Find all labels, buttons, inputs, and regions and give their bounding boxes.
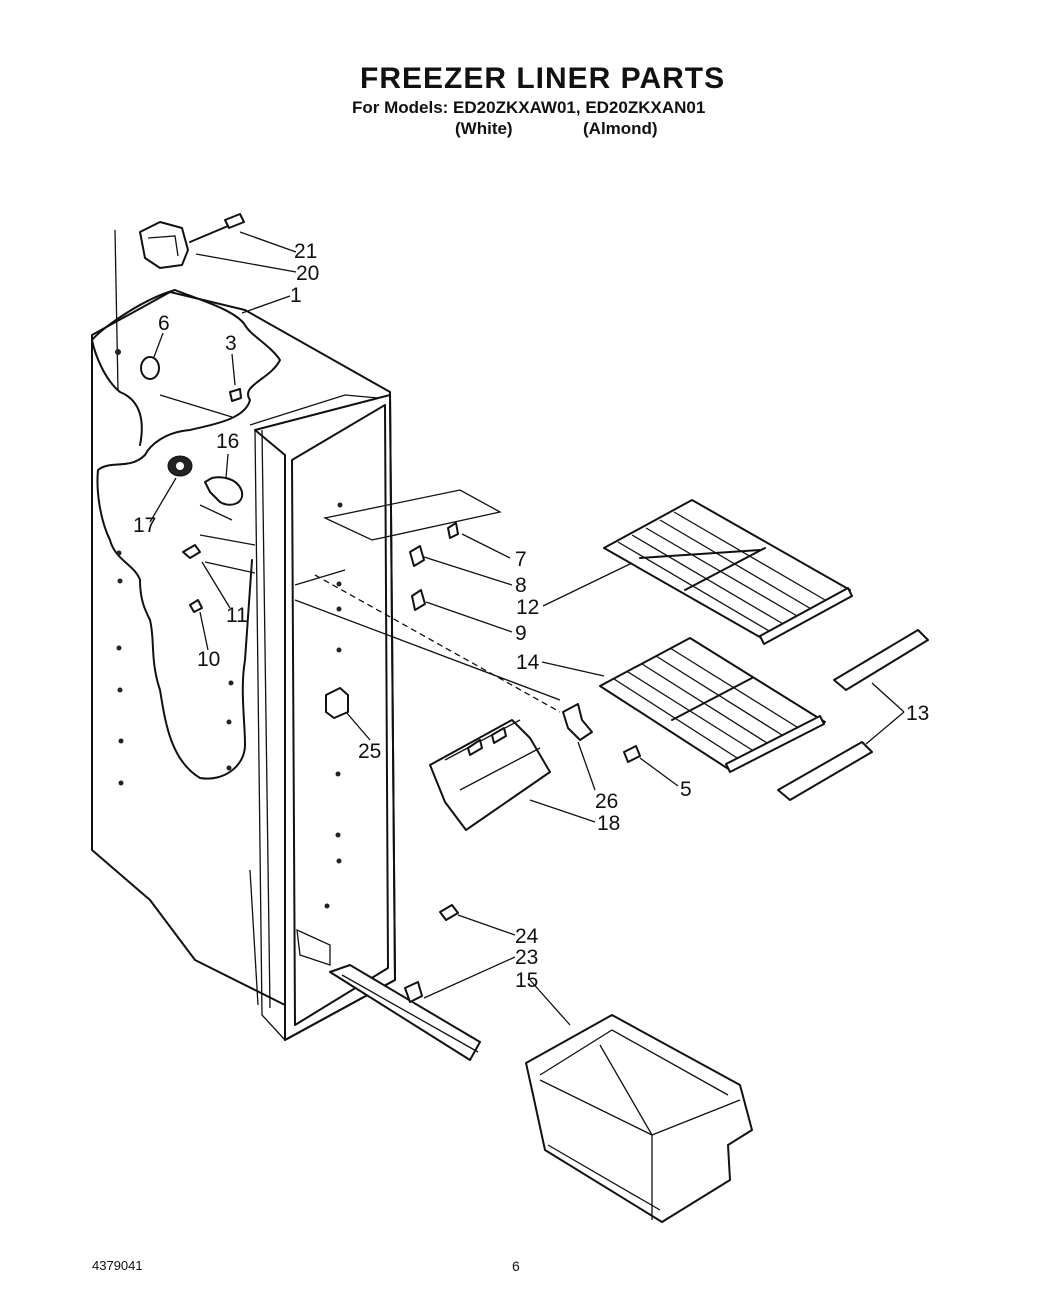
callout-23: 23 [515,946,538,969]
callout-24: 24 [515,925,539,948]
shelf-support-part [429,719,551,831]
document-number: 4379041 [92,1258,143,1273]
color-white-label: (White) [455,119,513,138]
callout-21: 21 [294,240,317,263]
color-almond-label: (Almond) [583,119,658,138]
freezer-bin-part [525,1014,753,1223]
thermostat-part [325,687,349,719]
callout-6: 6 [158,312,170,335]
screw-part-11 [182,544,201,559]
bin-rail-part [329,964,481,1061]
leader-lines [149,231,905,1026]
callout-12: 12 [516,596,539,619]
wire-shelf-lower [599,637,826,773]
page-title: FREEZER LINER PARTS [360,62,726,95]
callout-15: 15 [515,969,538,992]
models-line: For Models: ED20ZKXAW01, ED20ZKXAN01 [352,98,706,117]
shelf-bracket-group [322,489,502,611]
shelf-trim-upper [833,629,929,691]
page-number: 6 [512,1258,520,1274]
page-header: FREEZER LINER PARTS For Models: ED20ZKXA… [0,0,1044,150]
bracket-part [562,703,593,741]
shelf-trim-lower [777,741,873,801]
callout-7: 7 [515,548,527,571]
callout-20: 20 [296,262,319,285]
callout-26: 26 [595,790,618,813]
callout-9: 9 [515,622,527,645]
callout-labels: 21 20 1 6 3 16 17 11 10 7 8 12 9 14 13 2… [133,240,929,992]
callout-11: 11 [226,604,248,627]
light-bulb-part [204,476,244,506]
callout-13: 13 [906,702,929,725]
screw-part-24 [439,904,459,921]
screw-part [189,213,245,243]
control-housing-part [114,221,189,391]
callout-25: 25 [358,740,381,763]
clip-part [229,388,242,402]
light-socket-part [167,455,193,477]
callout-18: 18 [597,812,620,835]
wire-shelf-upper [603,499,853,645]
callout-17: 17 [133,514,156,537]
callout-16: 16 [216,430,239,453]
callout-3: 3 [225,332,237,355]
callout-8: 8 [515,574,527,597]
screw-part-10 [189,599,203,613]
callout-1: 1 [290,284,302,307]
plug-part [140,356,160,380]
callout-10: 10 [197,648,220,671]
screw-part-5 [623,745,641,763]
freezer-liner [91,289,561,1041]
callout-5: 5 [680,778,692,801]
callout-14: 14 [516,651,540,674]
